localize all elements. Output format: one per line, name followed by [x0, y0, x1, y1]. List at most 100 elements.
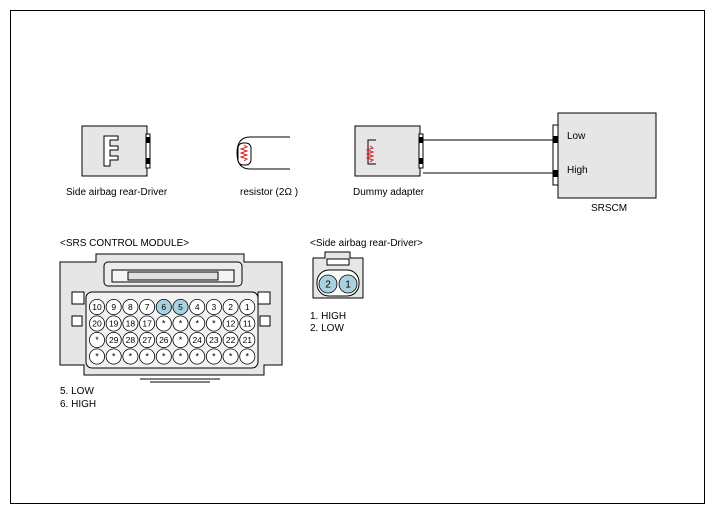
srs-pin-text-3-5: *	[179, 352, 183, 362]
srs-pin-3-0	[89, 348, 106, 365]
srs-pin-text-2-8: 22	[226, 335, 236, 345]
srs-pin-0-3	[139, 298, 156, 315]
srs-pin-text-2-2: 28	[126, 335, 136, 345]
srs-pin-text-0-4: 6	[161, 302, 166, 312]
srs-pin-text-0-5: 5	[178, 302, 183, 312]
srs-pin-text-3-6: *	[195, 352, 199, 362]
diagram-frame	[10, 10, 705, 504]
srs-pin-0-4	[155, 298, 172, 315]
srs-pin-text-3-0: *	[95, 352, 99, 362]
srs-pin-text-1-3: 17	[142, 319, 152, 329]
srs-pin-0-9	[239, 298, 256, 315]
srs-pin-text-1-4: *	[162, 319, 166, 329]
srs-pin-2-7	[205, 331, 222, 348]
srs-pin-text-2-4: 26	[159, 335, 169, 345]
side-terminal-2	[318, 274, 338, 294]
srs-pin-0-6	[189, 298, 206, 315]
srs-pin-3-2	[122, 348, 139, 365]
srs-pin-3-9	[239, 348, 256, 365]
srs-pin-3-3	[139, 348, 156, 365]
srs-pin-0-8	[222, 298, 239, 315]
srs-pin-1-0	[89, 315, 106, 332]
srs-pin-text-0-0: 10	[92, 302, 102, 312]
srs-pin-text-0-3: 7	[145, 302, 150, 312]
srs-pin-text-3-1: *	[112, 352, 116, 362]
srs-pin-text-3-2: *	[129, 352, 133, 362]
srs-pin-2-9	[239, 331, 256, 348]
srs-pin-3-8	[222, 348, 239, 365]
srs-pin-1-3	[139, 315, 156, 332]
srs-pin-text-1-6: *	[195, 319, 199, 329]
srs-pin-text-3-3: *	[145, 352, 149, 362]
srs-pin-3-1	[105, 348, 122, 365]
srs-pin-0-0	[89, 298, 106, 315]
srs-pin-3-4	[155, 348, 172, 365]
srs-pin-2-5	[172, 331, 189, 348]
srs-pin-2-6	[189, 331, 206, 348]
srs-pin-text-1-9: 11	[243, 319, 252, 329]
srs-pin-0-7	[205, 298, 222, 315]
srs-pin-text-2-7: 23	[209, 335, 219, 345]
srs-pin-2-2	[122, 331, 139, 348]
srs-pin-2-3	[139, 331, 156, 348]
srs-pin-1-1	[105, 315, 122, 332]
resistor-label: resistor (2Ω )	[240, 187, 299, 198]
srs-pin-3-6	[189, 348, 206, 365]
srscm-label: SRSCM	[591, 203, 628, 214]
srs-pin-0-2	[122, 298, 139, 315]
srs-pin-1-8	[222, 315, 239, 332]
srs-pin-text-2-6: 24	[192, 335, 202, 345]
srs-pin-text-1-2: 18	[126, 319, 136, 329]
srs-pin-text-2-5: *	[179, 335, 183, 345]
srs-pin-text-1-7: *	[212, 319, 216, 329]
srs-pin-label-6: 6. HIGH	[60, 399, 97, 410]
srscm-symbol	[552, 112, 657, 199]
srs-pin-text-0-2: 8	[128, 302, 133, 312]
dummy-adapter-label: Dummy adapter	[353, 187, 425, 198]
side-pin-label-1: 1. HIGH	[310, 311, 347, 322]
srs-pin-text-2-3: 27	[142, 335, 152, 345]
srs-pin-text-0-9: 1	[245, 302, 250, 312]
side-terminal-text-1: 1	[345, 280, 351, 291]
srs-pin-text-1-8: 12	[226, 319, 236, 329]
srs-pin-text-0-1: 9	[111, 302, 116, 312]
side-connector-title: <Side airbag rear-Driver>	[310, 238, 423, 249]
srs-pin-text-3-8: *	[229, 352, 233, 362]
srs-pin-2-0	[89, 331, 106, 348]
resistor-symbol	[236, 136, 290, 170]
srscm-high-label: High	[567, 165, 588, 176]
srs-pin-text-0-7: 3	[212, 302, 217, 312]
srs-pin-2-4	[155, 331, 172, 348]
srs-pin-text-1-0: 20	[92, 319, 102, 329]
srs-pin-text-3-7: *	[212, 352, 216, 362]
dummy-adapter-symbol	[354, 125, 553, 177]
side-terminal-1	[338, 274, 358, 294]
side-airbag-label: Side airbag rear-Driver	[66, 187, 168, 198]
side-airbag-connector-symbol	[81, 125, 151, 177]
srs-pin-1-6	[189, 315, 206, 332]
srs-pin-text-1-1: 19	[109, 319, 119, 329]
srs-pin-3-7	[205, 348, 222, 365]
srs-pin-text-1-5: *	[179, 319, 183, 329]
srs-pin-text-0-8: 2	[228, 302, 233, 312]
srscm-low-label: Low	[567, 131, 586, 142]
srs-pin-2-1	[105, 331, 122, 348]
srs-pin-0-1	[105, 298, 122, 315]
srs-pin-label-5: 5. LOW	[60, 386, 94, 397]
srs-pin-text-0-6: 4	[195, 302, 200, 312]
side-pin-label-2: 2. LOW	[310, 323, 344, 334]
srs-pin-text-2-1: 29	[109, 335, 119, 345]
srs-pin-1-2	[122, 315, 139, 332]
srs-pin-text-2-9: 21	[243, 335, 253, 345]
srs-pin-1-7	[205, 315, 222, 332]
srs-pin-3-5	[172, 348, 189, 365]
srs-pin-text-3-9: *	[246, 352, 250, 362]
side-terminal-text-2: 2	[325, 280, 331, 291]
srs-pin-2-8	[222, 331, 239, 348]
srs-pin-text-2-0: *	[95, 335, 99, 345]
srs-pin-0-5	[172, 298, 189, 315]
srs-pin-1-5	[172, 315, 189, 332]
